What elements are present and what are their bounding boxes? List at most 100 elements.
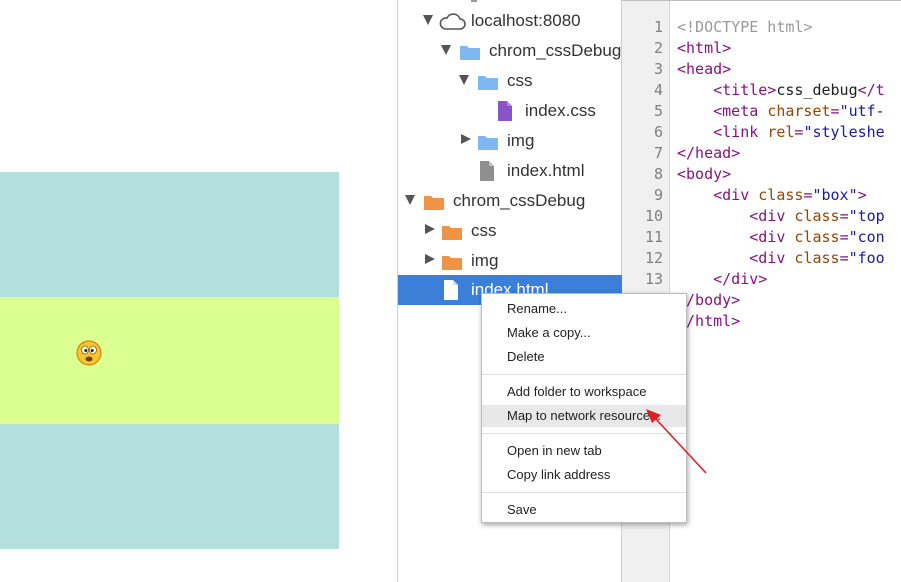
expand-arrow-icon[interactable]: [423, 15, 433, 25]
folder-icon: [478, 136, 498, 150]
line-number: 4: [653, 81, 663, 99]
menu-separator: [482, 492, 686, 493]
code-line: </html>: [677, 312, 740, 330]
code-token: =: [839, 228, 849, 246]
tree-item-img-network[interactable]: img: [398, 126, 622, 156]
folder-icon: [460, 46, 480, 60]
line-number: 3: [653, 60, 663, 78]
code-token: charset: [767, 102, 831, 120]
tree-item-localhost[interactable]: localhost:8080: [398, 6, 622, 36]
expand-arrow-icon[interactable]: [441, 45, 451, 55]
code-token: <!DOCTYPE html>: [677, 18, 813, 36]
menu-item-label: Save: [507, 502, 537, 517]
code-token: =: [794, 123, 804, 141]
line-number: 7: [653, 144, 663, 162]
expand-arrow-icon[interactable]: [405, 195, 415, 205]
code-token: <html>: [677, 39, 732, 57]
tree-item-label: img: [471, 251, 499, 270]
code-token: <link: [713, 123, 768, 141]
tree-item-img-workspace[interactable]: img: [398, 246, 622, 276]
tree-item-css-network[interactable]: css: [398, 66, 622, 96]
tree-item-index-html-network[interactable]: index.html: [398, 156, 622, 186]
scrolled-row-edge: [471, 0, 477, 2]
line-number: 6: [653, 123, 663, 141]
menu-item-add-folder[interactable]: Add folder to workspace: [482, 381, 686, 403]
code-line: </div>: [677, 270, 767, 288]
code-line: <body>: [677, 165, 731, 183]
code-token: css_debug: [776, 81, 858, 99]
menu-item-map-network[interactable]: Map to network resource...: [482, 405, 686, 427]
page-preview: [0, 0, 397, 582]
workspace-folder-icon: [442, 256, 462, 270]
tree-item-label: chrom_cssDebug: [489, 41, 622, 60]
code-line: </body>: [677, 291, 740, 309]
tree-item-label: localhost:8080: [471, 11, 581, 30]
code-token: >: [857, 186, 867, 204]
tree-item-css-workspace[interactable]: css: [398, 216, 622, 246]
code-token: </div>: [713, 270, 768, 288]
code-token: "con: [848, 228, 885, 246]
tree-item-chrom-cssdebug-network[interactable]: chrom_cssDebug: [398, 36, 622, 66]
menu-item-label: Rename...: [507, 301, 567, 316]
code-token: <meta: [713, 102, 768, 120]
line-number: 13: [644, 270, 663, 288]
code-line: <link rel="styleshe: [677, 123, 885, 141]
expand-arrow-icon[interactable]: [459, 75, 469, 85]
html-file-icon: [480, 161, 494, 181]
code-token: =: [839, 207, 849, 225]
tree-item-label: img: [507, 131, 535, 150]
context-menu: Rename... Make a copy... Delete Add fold…: [481, 293, 687, 523]
collapsed-arrow-icon[interactable]: [461, 134, 471, 144]
menu-item-label: Map to network resource...: [507, 408, 661, 423]
menu-separator: [482, 433, 686, 434]
code-token: <div: [749, 249, 795, 267]
menu-item-rename[interactable]: Rename...: [482, 298, 686, 320]
cloud-icon: [439, 13, 466, 30]
code-line: <div class="box">: [677, 186, 867, 204]
menu-item-delete[interactable]: Delete: [482, 346, 686, 368]
menu-item-label: Copy link address: [507, 467, 611, 482]
code-token: <title>: [713, 81, 777, 99]
code-token: =: [839, 249, 849, 267]
menu-item-copy-link[interactable]: Copy link address: [482, 464, 686, 486]
code-token: "top: [848, 207, 885, 225]
code-token: class: [794, 249, 840, 267]
code-token: [677, 186, 713, 204]
code-token: [677, 81, 713, 99]
menu-item-label: Open in new tab: [507, 443, 602, 458]
line-number: 10: [644, 207, 663, 225]
code-token: <div: [749, 207, 795, 225]
code-token: "utf-: [839, 102, 885, 120]
code-token: </body>: [677, 291, 741, 309]
code-token: <div: [749, 228, 795, 246]
tree-item-label: index.css: [525, 101, 596, 120]
code-token: class: [758, 186, 804, 204]
code-line: <head>: [677, 60, 731, 78]
css-file-icon: [498, 101, 512, 121]
tree-item-chrom-cssdebug-workspace[interactable]: chrom_cssDebug: [398, 186, 622, 216]
code-line: <div class="top: [677, 207, 885, 225]
menu-item-save[interactable]: Save: [482, 499, 686, 521]
line-number: 8: [653, 165, 663, 183]
code-token: [677, 228, 749, 246]
menu-item-open-tab[interactable]: Open in new tab: [482, 440, 686, 462]
code-token: <div: [713, 186, 759, 204]
code-token: =: [803, 186, 813, 204]
code-line: <!DOCTYPE html>: [677, 18, 812, 36]
workspace-folder-icon: [424, 196, 444, 210]
tree-item-label: css: [507, 71, 533, 90]
tree-item-index-css[interactable]: index.css: [398, 96, 622, 126]
menu-item-label: Delete: [507, 349, 545, 364]
preview-footer-box: [0, 424, 339, 549]
tree-item-label: index.html: [507, 161, 585, 180]
code-token: <body>: [677, 165, 732, 183]
line-number: 2: [653, 39, 663, 57]
code-token: </t: [857, 81, 885, 99]
collapsed-arrow-icon[interactable]: [425, 224, 435, 234]
code-token: </html>: [677, 312, 741, 330]
collapsed-arrow-icon[interactable]: [425, 254, 435, 264]
menu-item-make-copy[interactable]: Make a copy...: [482, 322, 686, 344]
code-token: [677, 249, 749, 267]
code-token: "styleshe: [803, 123, 885, 141]
code-line: <meta charset="utf-: [677, 102, 885, 120]
